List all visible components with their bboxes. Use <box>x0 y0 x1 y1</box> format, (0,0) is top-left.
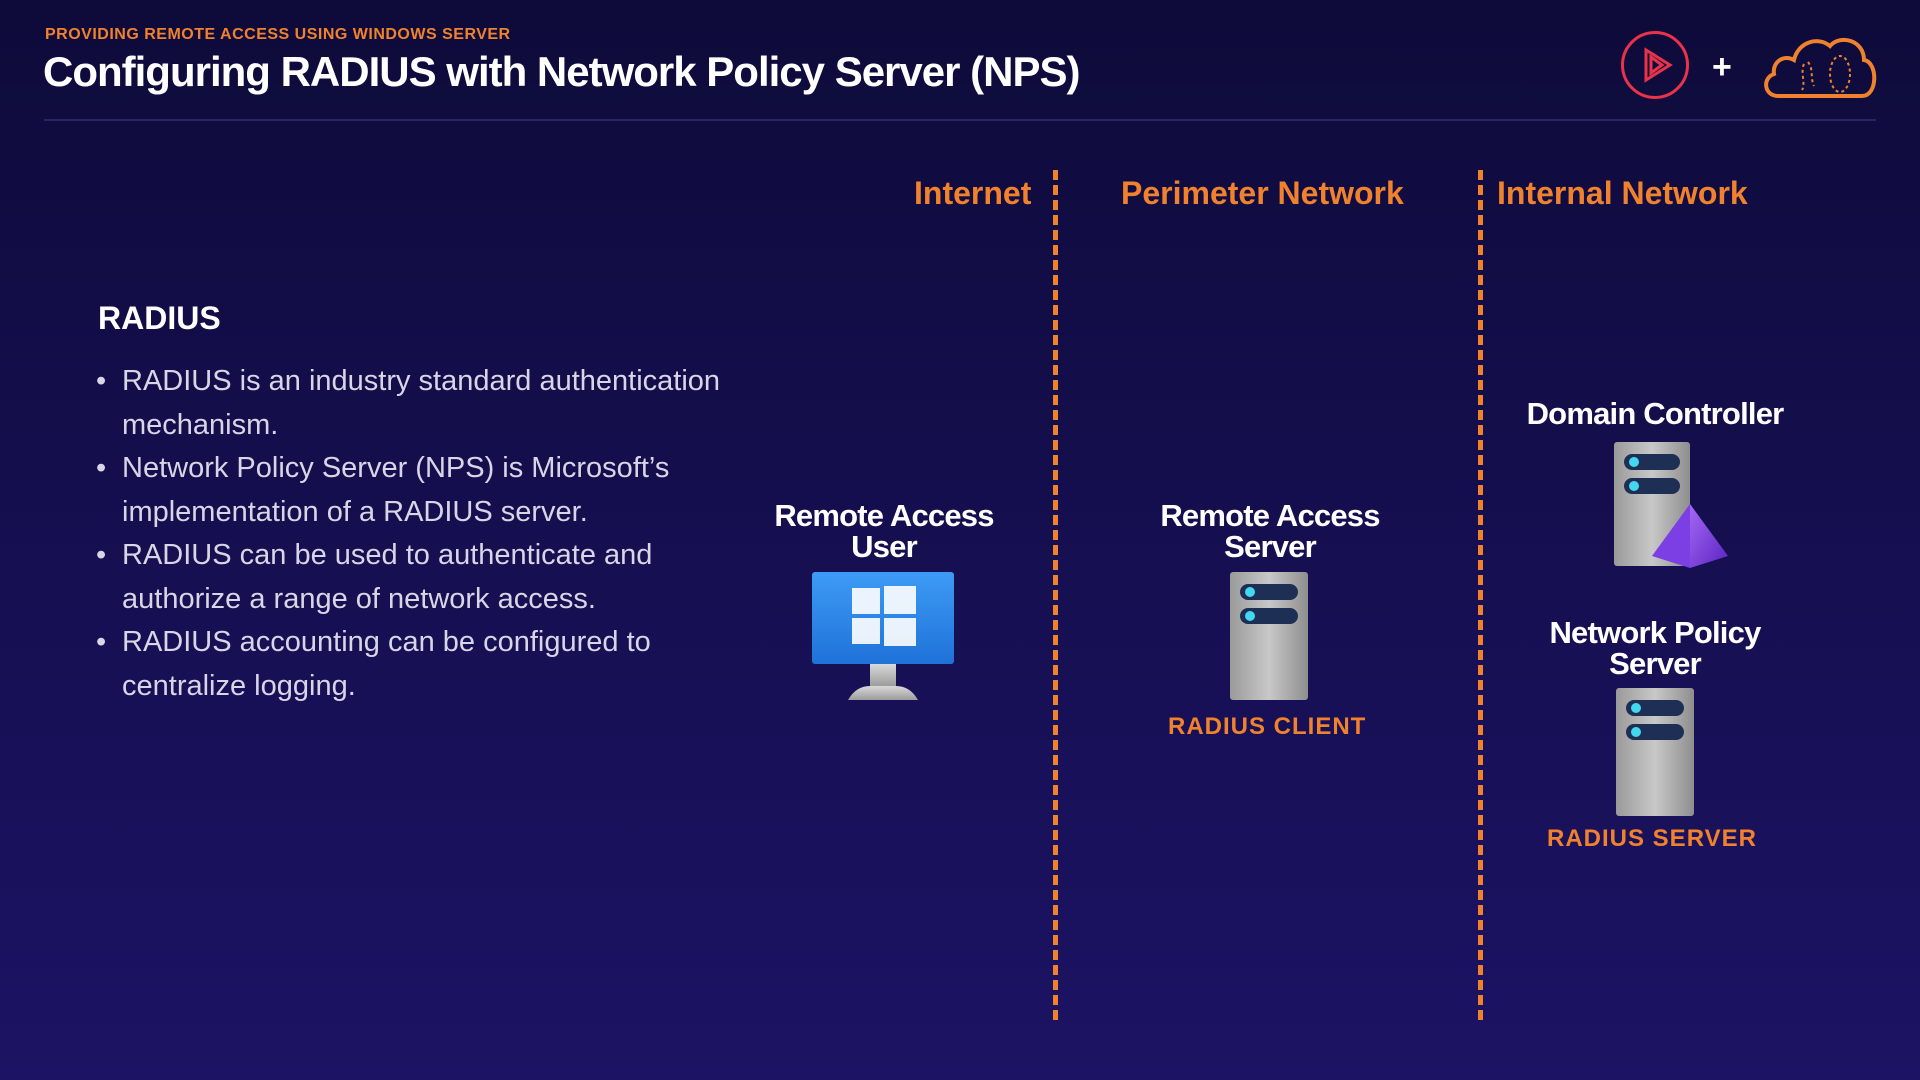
remote-access-server-label-line1: Remote Access <box>1160 498 1380 533</box>
bullet-text: RADIUS can be used to authenticate and a… <box>122 539 653 615</box>
internet-perimeter-divider <box>1053 170 1058 1020</box>
radius-server-label: RADIUS SERVER <box>1547 825 1757 852</box>
plus-icon: + <box>1712 48 1732 86</box>
network-policy-server-label-line1: Network Policy <box>1549 615 1761 650</box>
windows-desktop-icon <box>812 572 956 705</box>
bullet-marker: • <box>96 452 107 484</box>
remote-access-server-label: Remote Access Server <box>1130 500 1410 562</box>
network-policy-server-label-line2: Server <box>1609 646 1702 681</box>
remote-access-server-label-line2: Server <box>1224 529 1317 564</box>
section-heading-internal: Internal Network <box>1497 175 1748 211</box>
remote-access-user-label-line2: User <box>851 529 918 564</box>
section-heading-perimeter: Perimeter Network <box>1121 175 1404 211</box>
bullet-marker: • <box>96 365 107 397</box>
list-item: • RADIUS can be used to authenticate and … <box>90 534 730 621</box>
list-item: • RADIUS is an industry standard authenti… <box>90 360 730 447</box>
header-divider <box>44 119 1876 121</box>
server-icon <box>1230 572 1310 705</box>
course-kicker: PROVIDING REMOTE ACCESS USING WINDOWS SE… <box>45 26 511 43</box>
radius-bullet-list: • RADIUS is an industry standard authenti… <box>90 360 730 708</box>
network-policy-server-label: Network Policy Server <box>1515 617 1795 679</box>
bullet-marker: • <box>96 539 107 571</box>
list-item: • RADIUS accounting can be configured to … <box>90 621 730 708</box>
page-title: Configuring RADIUS with Network Policy S… <box>43 48 1080 95</box>
bullet-marker: • <box>96 626 107 658</box>
domain-controller-server-icon <box>1614 442 1730 575</box>
cloud-logo-icon <box>1760 28 1880 109</box>
list-item: • Network Policy Server (NPS) is Microsof… <box>90 447 730 534</box>
bullet-text: Network Policy Server (NPS) is Microsoft… <box>122 452 670 528</box>
remote-access-user-label: Remote Access User <box>744 500 1024 562</box>
server-icon <box>1616 688 1696 821</box>
perimeter-internal-divider <box>1478 170 1483 1020</box>
bullet-text: RADIUS is an industry standard authentic… <box>122 365 721 441</box>
radius-client-label: RADIUS CLIENT <box>1168 713 1367 740</box>
bullet-text: RADIUS accounting can be configured to c… <box>122 626 651 702</box>
domain-controller-label: Domain Controller <box>1526 396 1785 431</box>
radius-heading: RADIUS <box>98 300 221 336</box>
remote-access-user-label-line1: Remote Access <box>774 498 994 533</box>
section-heading-internet: Internet <box>914 175 1032 211</box>
pluralsight-play-icon <box>1621 31 1689 99</box>
